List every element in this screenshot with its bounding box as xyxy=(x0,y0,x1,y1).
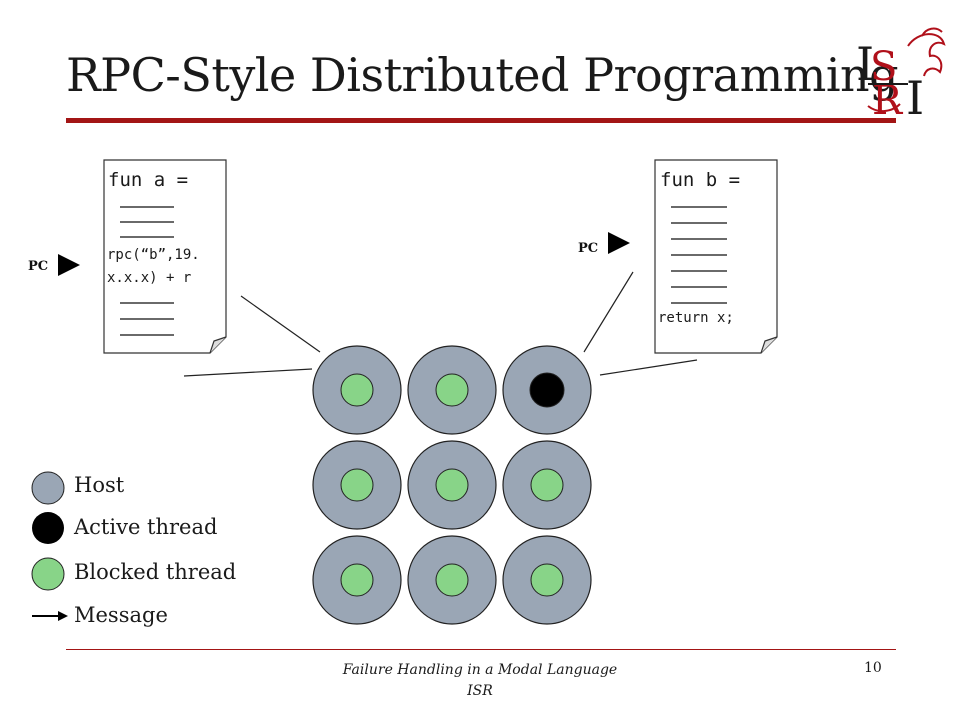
legend-active-thread-label: Active thread xyxy=(74,515,218,539)
left-code-rpc-call-line1: rpc(“b”,19. xyxy=(107,247,200,263)
title-underline xyxy=(66,118,896,123)
legend-blocked-thread-label: Blocked thread xyxy=(74,560,237,584)
svg-text:I: I xyxy=(856,37,874,91)
footer-line2: ISR xyxy=(467,683,493,699)
left-code-rpc-call-line2: x.x.x) + r xyxy=(107,270,192,286)
svg-text:I: I xyxy=(906,71,924,118)
right-pc-pointer-icon xyxy=(608,232,630,254)
connector-line xyxy=(583,271,634,353)
right-code-return: return x; xyxy=(658,310,734,326)
legend-active-thread-icon xyxy=(32,512,64,544)
blocked-thread-dot xyxy=(435,468,469,502)
legend-message-arrow-icon xyxy=(32,611,68,621)
isri-logo: I S R I xyxy=(856,27,946,118)
right-pc-label: PC xyxy=(578,241,599,256)
connector-lines xyxy=(183,271,698,377)
legend-blocked-thread-icon xyxy=(31,557,65,591)
blocked-thread-dot xyxy=(340,373,374,407)
connector-line xyxy=(240,295,321,353)
connector-line xyxy=(599,359,698,376)
left-code-header: fun a = xyxy=(108,169,189,191)
footer-line1: Failure Handling in a Modal Language xyxy=(342,662,618,678)
active-thread-dot xyxy=(529,372,565,408)
blocked-thread-dot xyxy=(435,563,469,597)
footer-rule xyxy=(66,649,896,650)
slide-title: RPC-Style Distributed Programming xyxy=(66,48,899,102)
right-code-header: fun b = xyxy=(660,169,741,191)
page-number: 10 xyxy=(864,660,882,676)
legend-host-icon xyxy=(31,471,65,505)
blocked-thread-dot xyxy=(340,563,374,597)
right-code-document xyxy=(654,159,778,354)
blocked-thread-dot xyxy=(530,563,564,597)
svg-text:S: S xyxy=(870,44,897,90)
left-pc-pointer-icon xyxy=(58,254,80,276)
footer-text: Failure Handling in a Modal Language ISR xyxy=(300,660,660,702)
legend-host-label: Host xyxy=(74,473,125,497)
blocked-thread-dot xyxy=(340,468,374,502)
blocked-thread-dot xyxy=(435,373,469,407)
legend-message-label: Message xyxy=(74,603,168,627)
left-code-document xyxy=(103,159,227,354)
left-pc-label: PC xyxy=(28,259,49,274)
blocked-thread-dot xyxy=(530,468,564,502)
connector-line xyxy=(183,368,313,377)
